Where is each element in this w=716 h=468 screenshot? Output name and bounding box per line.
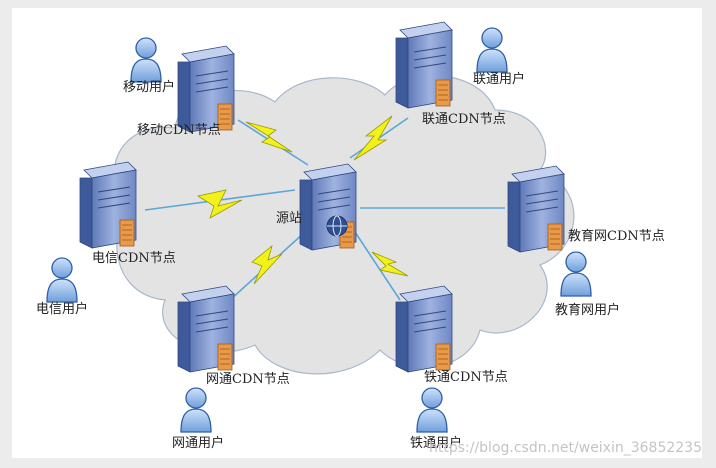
railcom-cdn-label: 铁通CDN节点 — [424, 370, 508, 385]
user-icon — [46, 257, 78, 303]
server-icon — [507, 165, 565, 253]
server-icon — [395, 285, 453, 373]
user-icon — [130, 37, 162, 83]
server-icon — [79, 161, 137, 249]
mobile-cdn-label: 移动CDN节点 — [137, 123, 221, 138]
unicom-cdn-label: 联通CDN节点 — [422, 112, 506, 127]
mobile-user-label: 移动用户 — [123, 80, 176, 95]
server-icon — [299, 163, 357, 251]
watermark: https://blog.csdn.net/weixin_36852235 — [428, 440, 702, 456]
user-icon — [476, 27, 508, 73]
globe-icon — [326, 215, 348, 237]
origin-label: 源站 — [276, 211, 303, 226]
netcom-user-label: 网通用户 — [172, 436, 225, 451]
user-icon — [416, 387, 448, 433]
lightning-icon — [196, 115, 409, 285]
education-user-label: 教育网用户 — [555, 303, 621, 318]
server-icon — [177, 285, 235, 373]
user-icon — [180, 387, 212, 433]
telecom-user-label: 电信用户 — [36, 302, 89, 317]
netcom-cdn-label: 网通CDN节点 — [206, 372, 290, 387]
telecom-cdn-label: 电信CDN节点 — [92, 251, 176, 266]
railcom-user-label: 铁通用户 — [410, 436, 463, 451]
server-icon — [395, 21, 453, 109]
education-cdn-label: 教育网CDN节点 — [568, 229, 665, 244]
unicom-user-label: 联通用户 — [473, 72, 526, 87]
user-icon — [560, 251, 592, 297]
server-icon — [177, 45, 235, 133]
